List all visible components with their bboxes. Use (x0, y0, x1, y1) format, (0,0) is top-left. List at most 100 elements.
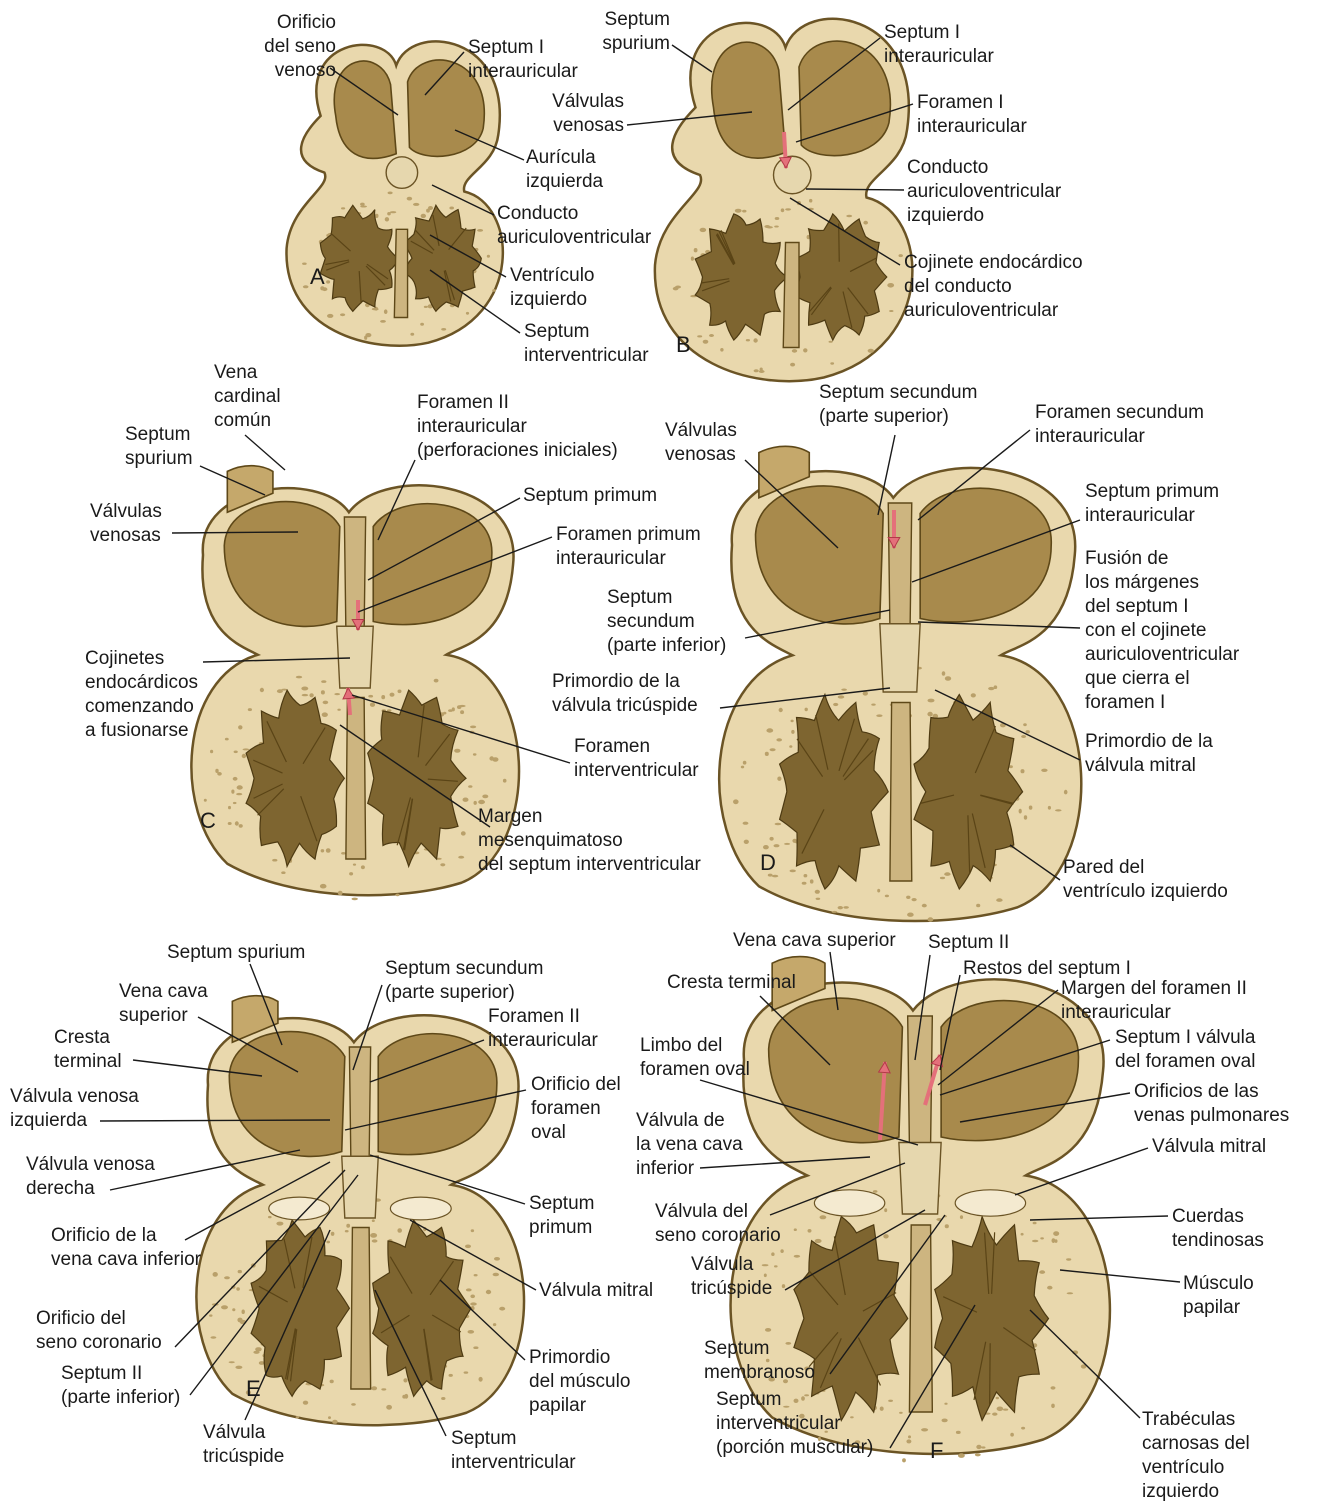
myocardium-speckle (804, 874, 808, 877)
panel-b-label-septum-I: Septum Iinterauricular (884, 22, 994, 67)
myocardium-speckle (956, 1431, 961, 1434)
myocardium-speckle (1033, 1222, 1037, 1225)
label-line: Septum I válvula (1115, 1027, 1256, 1048)
myocardium-speckle (441, 1397, 445, 1400)
panel-c-leader-valvulas-venosas (172, 532, 298, 533)
myocardium-speckle (815, 890, 820, 894)
label-line: Septum spurium (167, 942, 305, 963)
myocardium-speckle (331, 1232, 335, 1236)
myocardium-speckle (794, 1399, 799, 1403)
myocardium-speckle (225, 738, 229, 741)
myocardium-speckle (838, 695, 845, 698)
label-line: Septum secundum (385, 958, 543, 979)
panel-c-label-margen: Margenmesenquimatosodel septum intervent… (478, 806, 701, 875)
label-line: papilar (529, 1395, 587, 1416)
label-line: los márgenes (1085, 572, 1199, 593)
label-line: con el cojinete (1085, 620, 1206, 641)
myocardium-speckle (927, 712, 932, 717)
panel-c-label-valvulas-venosas: Válvulasvenosas (90, 501, 162, 546)
panel-e-label-septum-secundum-sup: Septum secundum(parte superior) (385, 958, 543, 1003)
myocardium-speckle (766, 728, 773, 732)
myocardium-speckle (360, 203, 365, 206)
myocardium-speckle (771, 1252, 774, 1256)
label-line: inferior (636, 1158, 695, 1179)
myocardium-speckle (217, 772, 222, 776)
myocardium-speckle (337, 709, 340, 711)
myocardium-speckle (238, 725, 242, 729)
myocardium-speckle (794, 1228, 797, 1231)
myocardium-speckle (461, 831, 466, 835)
myocardium-speckle (770, 748, 776, 751)
label-line: Septum I (884, 22, 960, 43)
myocardium-speckle (301, 687, 308, 691)
interatrial-septum (888, 503, 912, 629)
myocardium-speckle (330, 1380, 334, 1384)
myocardium-speckle (443, 712, 446, 715)
myocardium-speckle (276, 1222, 283, 1226)
panel-c-label-vena-cardinal: Venacardinalcomún (214, 362, 281, 431)
label-line: venosas (665, 444, 736, 465)
endocardial-cushion (880, 624, 920, 692)
myocardium-speckle (902, 1458, 906, 1462)
myocardium-speckle (958, 1453, 965, 1458)
myocardium-speckle (775, 823, 782, 825)
myocardium-speckle (764, 1274, 767, 1278)
myocardium-speckle (370, 1233, 377, 1238)
myocardium-speckle (907, 913, 914, 917)
myocardium-speckle (912, 898, 917, 901)
myocardium-speckle (321, 849, 325, 852)
myocardium-speckle (945, 676, 951, 681)
myocardium-speckle (424, 306, 428, 308)
myocardium-speckle (976, 1445, 981, 1449)
myocardium-speckle (242, 754, 246, 758)
myocardium-speckle (1052, 1238, 1056, 1243)
label-line: Válvula (203, 1422, 266, 1443)
myocardium-speckle (233, 802, 237, 804)
myocardium-speckle (235, 1366, 242, 1369)
myocardium-speckle (1029, 806, 1033, 810)
myocardium-speckle (790, 870, 796, 873)
panel-c-heart (191, 466, 519, 901)
label-line: Válvulas (552, 91, 624, 112)
myocardium-speckle (774, 844, 780, 847)
myocardium-speckle (791, 730, 794, 734)
label-line: Conducto (907, 157, 988, 178)
label-line: tendinosas (1172, 1230, 1264, 1251)
myocardium-speckle (703, 340, 709, 344)
myocardium-speckle (770, 837, 774, 841)
myocardium-speckle (988, 687, 994, 690)
label-line: endocárdicos (85, 672, 198, 693)
myocardium-speckle (908, 1435, 911, 1438)
myocardium-speckle (232, 1308, 235, 1311)
myocardium-speckle (785, 1342, 791, 1345)
myocardium-speckle (340, 313, 345, 316)
myocardium-speckle (349, 872, 353, 875)
myocardium-speckle (470, 1295, 475, 1299)
panel-f-label-valvula-vci: Válvula de la vena cava inferior (636, 1110, 743, 1179)
myocardium-speckle (236, 1287, 240, 1290)
label-line: venoso (275, 60, 336, 81)
myocardium-speckle (302, 263, 307, 265)
myocardium-speckle (228, 822, 232, 825)
myocardium-speckle (386, 1405, 392, 1410)
label-line: Septum (529, 1193, 594, 1214)
myocardium-speckle (503, 779, 507, 783)
myocardium-speckle (794, 1255, 800, 1258)
label-line: Válvula de (636, 1110, 725, 1131)
myocardium-speckle (887, 283, 894, 288)
myocardium-speckle (388, 192, 393, 195)
myocardium-speckle (783, 1406, 789, 1408)
label-line: la vena cava (636, 1134, 743, 1155)
myocardium-speckle (746, 339, 750, 341)
myocardium-speckle (782, 1284, 785, 1288)
myocardium-speckle (229, 1361, 235, 1363)
panel-f-label-trabeculas: Trabéculascarnosas delventrículoizquierd… (1142, 1409, 1250, 1501)
interventricular-septum (783, 243, 799, 348)
myocardium-speckle (407, 197, 412, 201)
myocardium-speckle (762, 1264, 769, 1266)
panel-e-label-septum-spurium: Septum spurium (167, 942, 305, 963)
panel-e-label-septum-primum: Septumprimum (529, 1193, 594, 1238)
myocardium-speckle (801, 1396, 805, 1401)
